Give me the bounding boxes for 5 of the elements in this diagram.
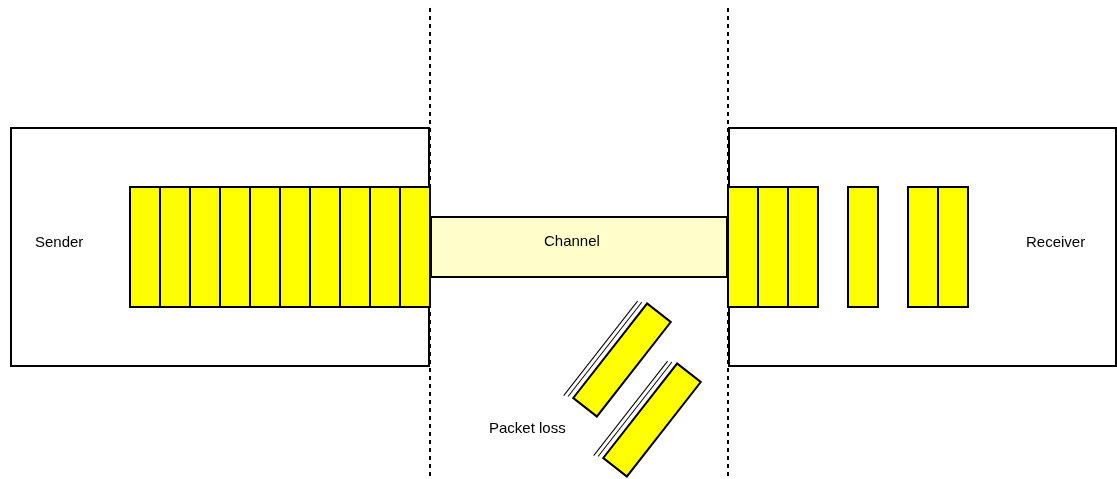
channel-label: Channel [544,232,600,249]
sender-label: Sender [35,233,84,250]
channel-band [430,216,728,278]
caption-text: Packet loss [489,419,566,436]
receiver-label: Receiver [1026,233,1086,250]
